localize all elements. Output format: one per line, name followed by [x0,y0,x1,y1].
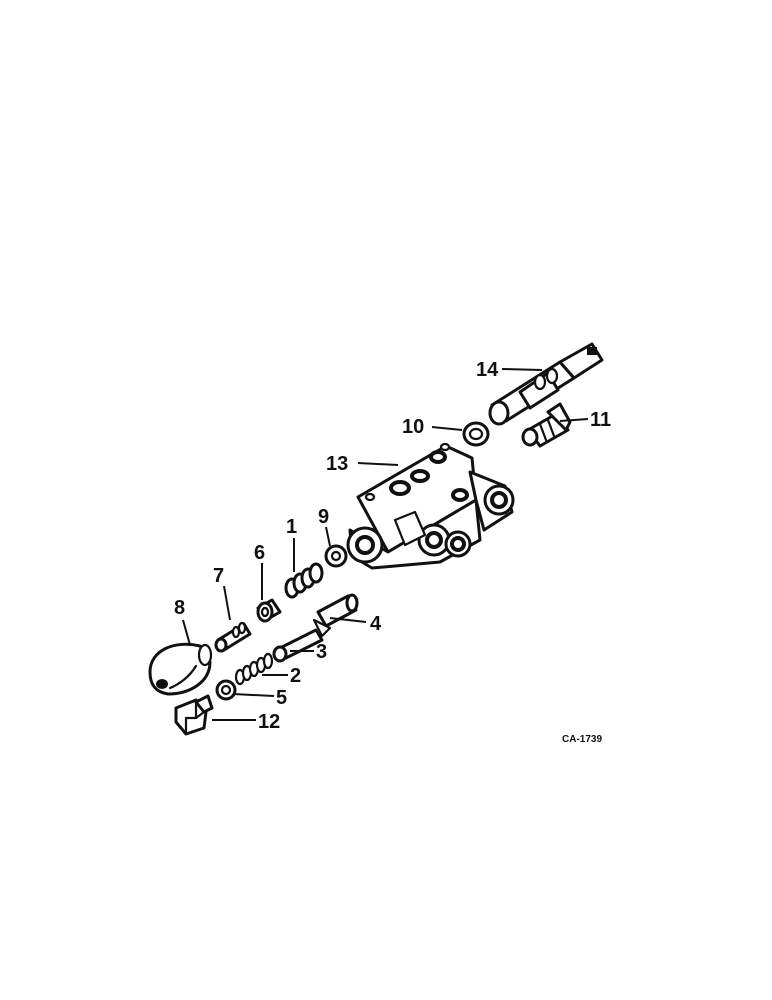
callouts: 1 2 3 4 5 6 7 8 9 10 11 12 13 14 [174,359,611,733]
sleeve-part-6 [256,598,282,623]
cap-part-8 [148,642,213,696]
callout-11: 11 [590,409,611,431]
callout-7: 7 [213,565,224,587]
fitting-part-11 [521,402,572,448]
callout-2: 2 [290,665,301,687]
callout-10: 10 [402,416,424,438]
spring-part-2 [234,652,274,686]
poppet-part-7 [214,621,252,653]
callout-9: 9 [318,506,329,528]
drawing-code: CA-1739 [562,734,602,745]
callout-1: 1 [286,516,297,538]
plug-part-12 [174,694,214,736]
callout-4: 4 [370,613,382,635]
callout-8: 8 [174,597,185,619]
callout-14: 14 [476,359,499,381]
spool-part-14 [488,342,604,426]
o-ring-part-10 [462,421,490,447]
callout-3: 3 [316,641,327,663]
callout-12: 12 [258,711,280,733]
callout-5: 5 [276,687,287,709]
leader-lines [182,368,589,721]
plunger-part-4 [312,593,359,638]
o-ring-part-5 [215,679,237,701]
valve-stem-part-3 [272,628,324,663]
seat-part-9 [324,544,348,568]
callout-6: 6 [254,542,265,564]
callout-13: 13 [326,453,348,475]
valve-body-part-13 [346,442,515,570]
spring-part-1 [284,562,324,599]
